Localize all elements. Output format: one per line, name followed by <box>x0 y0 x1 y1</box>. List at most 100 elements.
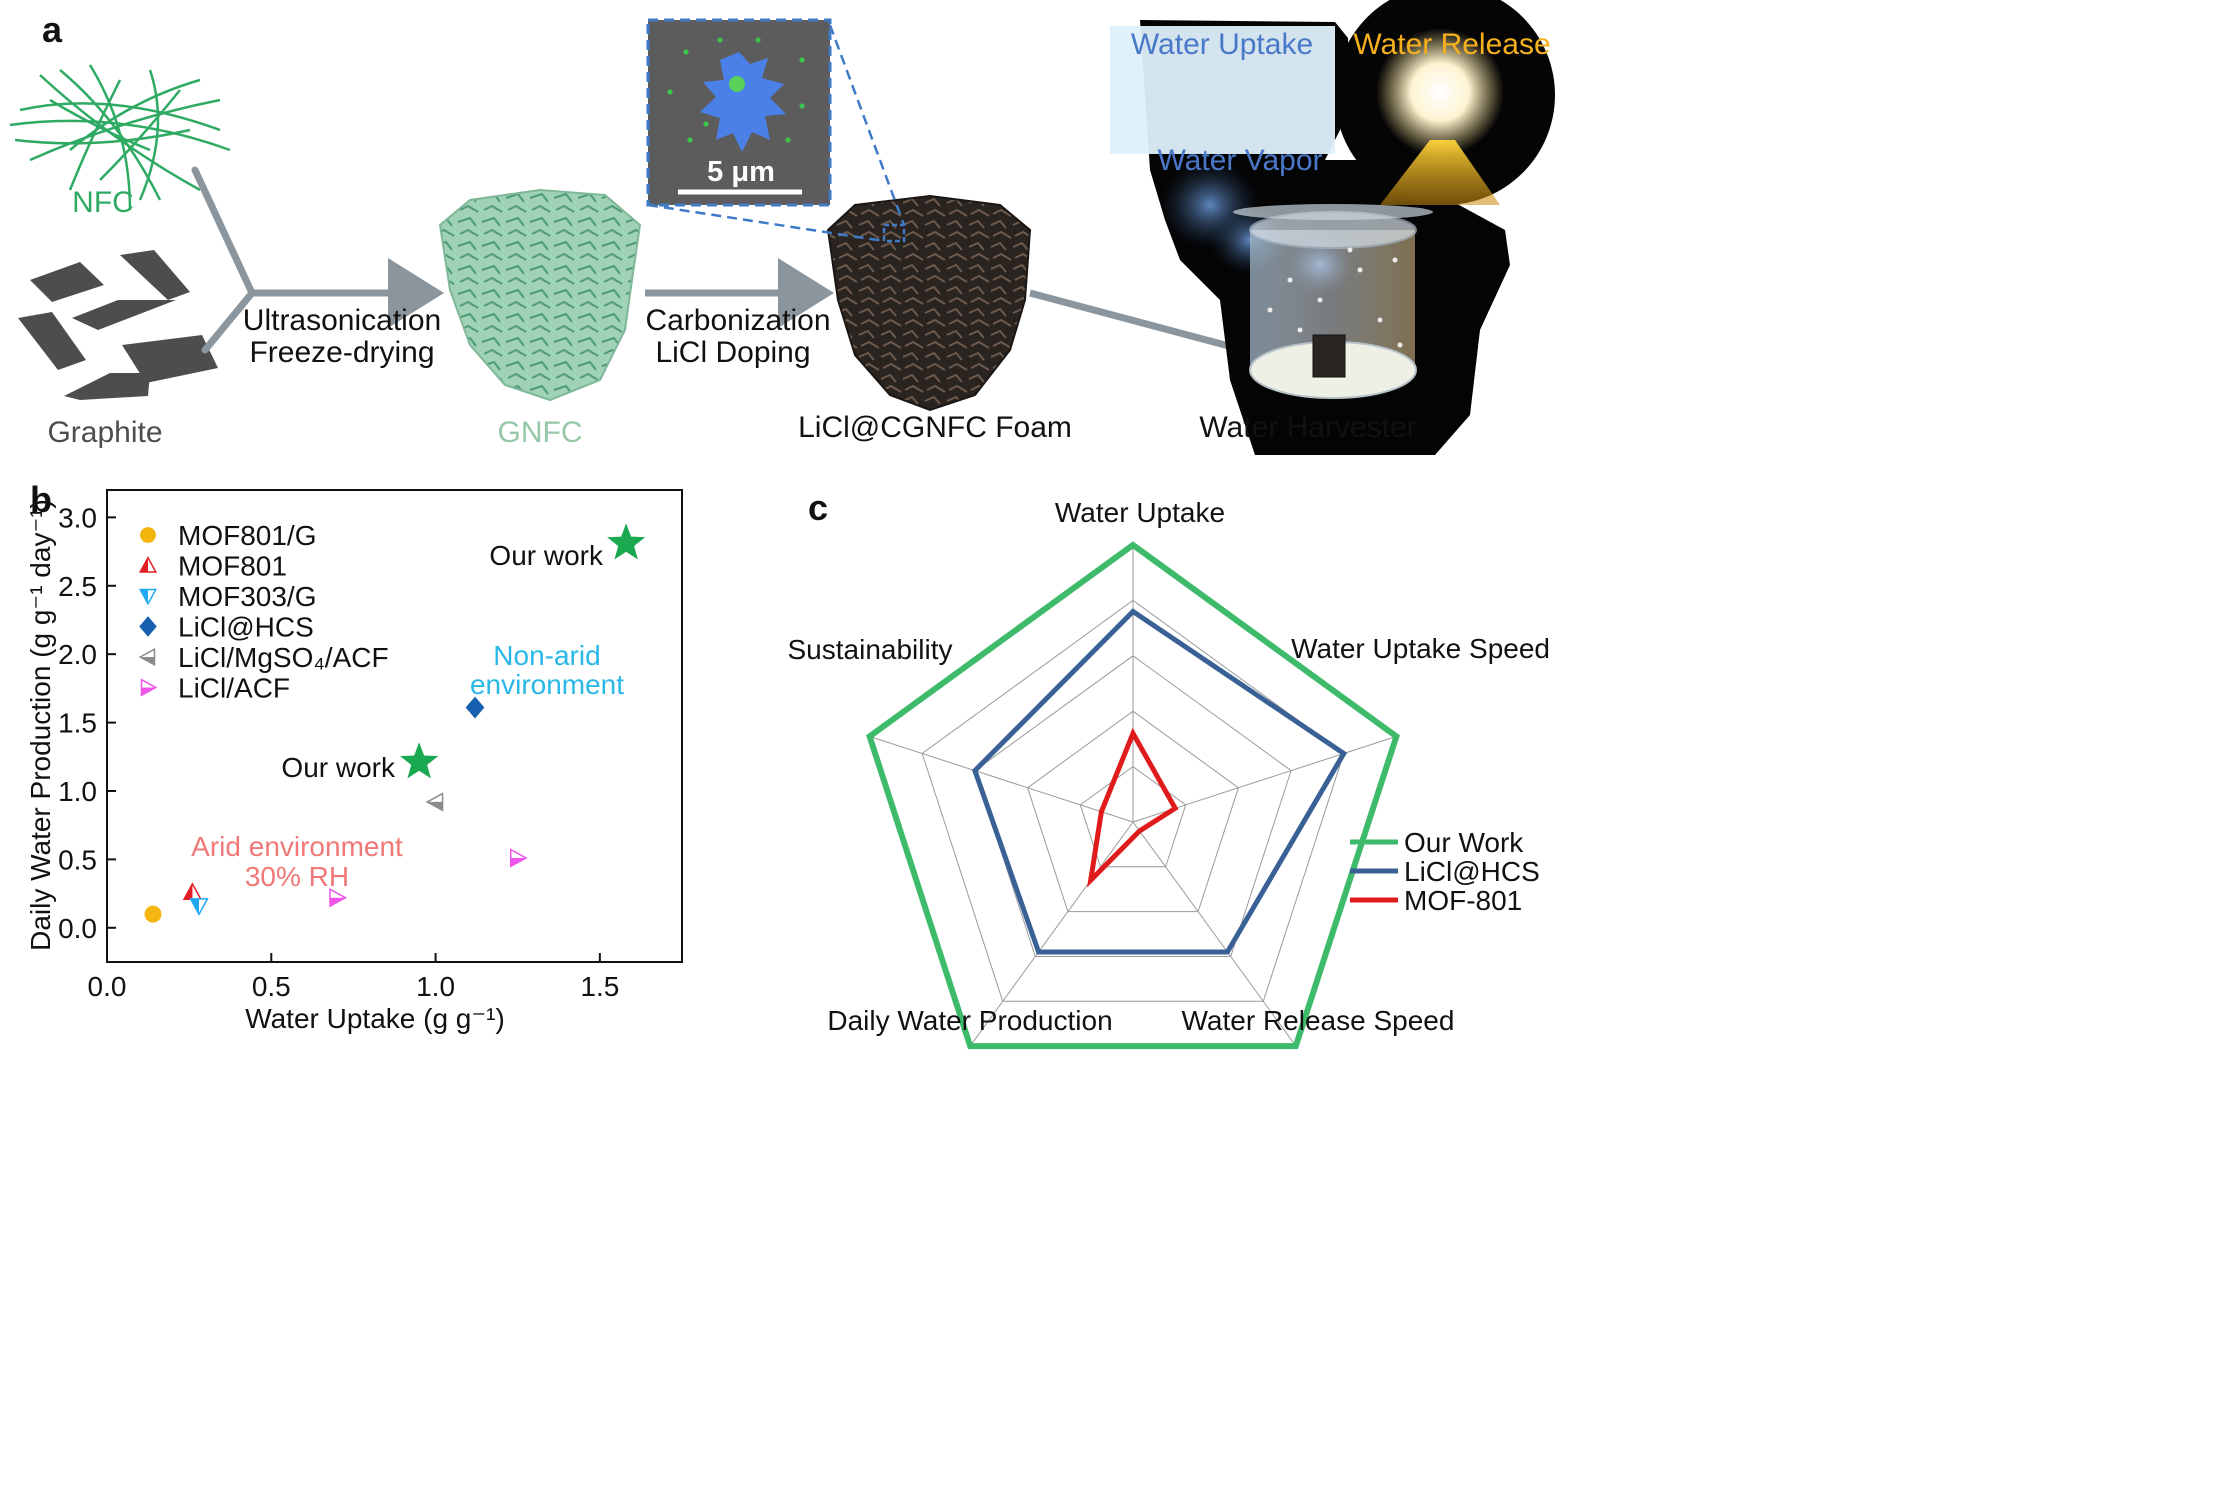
step1-line2: Freeze-drying <box>249 336 434 369</box>
legend-marker-5 <box>140 678 158 697</box>
legend-marker-1 <box>138 556 158 573</box>
legend-marker-3-shape <box>139 616 157 637</box>
y-axis-ticks: 0.00.51.01.52.02.53.0 <box>58 502 116 944</box>
legend-label: LiCl/ACF <box>178 673 290 704</box>
legend-label: LiCl/MgSO₄/ACF <box>178 642 389 673</box>
legend-marker-4-fill <box>140 657 155 665</box>
y-tick-label: 1.0 <box>58 776 97 807</box>
data-point-licl-acf <box>329 888 347 908</box>
graphite-label: Graphite <box>47 416 162 449</box>
data-point-licl-hcs <box>465 696 485 719</box>
legend-marker-0-shape <box>140 527 156 543</box>
panel-label-b: b <box>30 479 52 520</box>
legend-label: LiCl@HCS <box>178 612 314 643</box>
water-harvester-illustration: Water Uptake Water Vapor Water Release W… <box>1110 0 1555 455</box>
legend-marker-3 <box>139 616 157 637</box>
scatter-plot-frame <box>106 489 683 963</box>
radar-grid-ring <box>1027 710 1239 913</box>
radar-series-licl-hcs <box>972 608 1348 955</box>
radar-axis-label: Daily Water Production <box>827 1005 1112 1036</box>
gnfc-label: GNFC <box>498 416 583 449</box>
foam-label: LiCl@CGNFC Foam <box>798 411 1072 444</box>
merge-arrow <box>191 166 444 354</box>
x-tick-label: 0.0 <box>88 971 127 1002</box>
annotation-our-work-low: Our work <box>281 752 396 783</box>
radar-legend-label: LiCl@HCS <box>1404 856 1540 887</box>
water-release-label: Water Release <box>1353 28 1550 61</box>
x-axis-ticks: 0.0 0.5 1.0 1.5 <box>88 953 619 1002</box>
radar-grid-ring <box>974 655 1292 957</box>
radar-grid-ring <box>1079 765 1187 868</box>
y-tick-label: 0.0 <box>58 913 97 944</box>
water-uptake-label: Water Uptake <box>1131 28 1313 61</box>
y-axis-label: Daily Water Production (g g⁻¹ day⁻¹) <box>25 499 56 951</box>
x-tick-label: 0.5 <box>252 971 291 1002</box>
data-point-mof801-g-shape <box>144 905 162 923</box>
y-tick-label: 2.0 <box>58 639 97 670</box>
y-tick-label: 2.5 <box>58 571 97 602</box>
legend-marker-2 <box>138 588 158 606</box>
annotation-our-work-high: Our work <box>489 540 604 571</box>
x-axis-label: Water Uptake (g g⁻¹) <box>245 1003 505 1034</box>
panel-label-c: c <box>808 487 828 528</box>
scatter-points <box>144 523 646 923</box>
radar-spoke <box>969 821 1134 1047</box>
data-point-our-work <box>400 742 439 779</box>
radar-series-mof-801 <box>1087 727 1179 888</box>
nfc-label: NFC <box>72 186 134 219</box>
legend-label: MOF303/G <box>178 581 316 612</box>
x-tick-label: 1.5 <box>580 971 619 1002</box>
water-vapor-label: Water Vapor <box>1157 144 1322 177</box>
data-point-mof303-g-fill <box>190 898 199 915</box>
gnfc-cube-illustration <box>438 188 642 402</box>
data-point-mof801-g <box>144 905 162 923</box>
radar-axis-label: Sustainability <box>788 634 953 665</box>
data-point-licl-mgso-acf-fill <box>427 801 443 811</box>
panel-label-a: a <box>42 9 63 50</box>
legend-marker-4 <box>138 647 156 667</box>
radar-legend-label: Our Work <box>1404 827 1524 858</box>
legend-marker-2-fill <box>140 589 148 604</box>
sem-inset: 5 μm <box>646 18 906 243</box>
y-tick-label: 3.0 <box>58 502 97 533</box>
legend-marker-5-fill <box>141 687 156 696</box>
sem-crystal-shape <box>700 52 786 152</box>
panel-a: a NFC Graphite Ultrasonication <box>9 0 1555 455</box>
graphite-flakes-illustration <box>18 250 218 400</box>
data-point-licl-hcs-shape <box>465 696 485 719</box>
legend-marker-1-fill <box>140 557 148 572</box>
data-point-licl-acf <box>509 848 528 868</box>
scatter-legend: MOF801/GMOF801MOF303/GLiCl@HCSLiCl/MgSO₄… <box>138 520 389 704</box>
radar-axis-label: Water Uptake Speed <box>1291 633 1550 664</box>
data-point-mof801 <box>182 882 203 900</box>
water-harvester-label: Water Harvester <box>1199 411 1416 444</box>
annotation-arid-line2: 30% RH <box>245 861 349 892</box>
data-point-mof801-fill <box>184 883 193 900</box>
radar-axis-label: Water Uptake <box>1055 497 1225 528</box>
licl-foam-cube-illustration <box>826 194 1032 412</box>
data-point-our-work <box>607 523 646 560</box>
data-point-our-work-shape <box>607 523 646 560</box>
data-point-our-work-shape <box>400 742 439 779</box>
data-point-licl-acf-fill <box>330 897 346 907</box>
step2-line1: Carbonization <box>645 304 830 337</box>
legend-label: MOF801/G <box>178 520 316 551</box>
radar-series <box>866 541 1400 1050</box>
radar-spoke <box>1132 821 1297 1047</box>
legend-label: MOF801 <box>178 551 287 582</box>
radar-series-our-work <box>866 541 1400 1050</box>
step2-line2: LiCl Doping <box>655 336 810 369</box>
nfc-fibers-illustration <box>9 64 231 211</box>
scale-bar-label: 5 μm <box>707 156 775 188</box>
annotation-nonarid-line1: Non-arid <box>493 640 600 671</box>
data-point-licl-mgso-acf <box>425 792 444 812</box>
legend-marker-0 <box>140 527 156 543</box>
radar-grid <box>869 545 1397 1047</box>
radar-legend-label: MOF-801 <box>1404 885 1522 916</box>
x-tick-label: 1.0 <box>416 971 455 1002</box>
y-tick-label: 1.5 <box>58 708 97 739</box>
radar-axis-label: Water Release Speed <box>1182 1005 1455 1036</box>
annotation-arid-line1: Arid environment <box>191 831 403 862</box>
